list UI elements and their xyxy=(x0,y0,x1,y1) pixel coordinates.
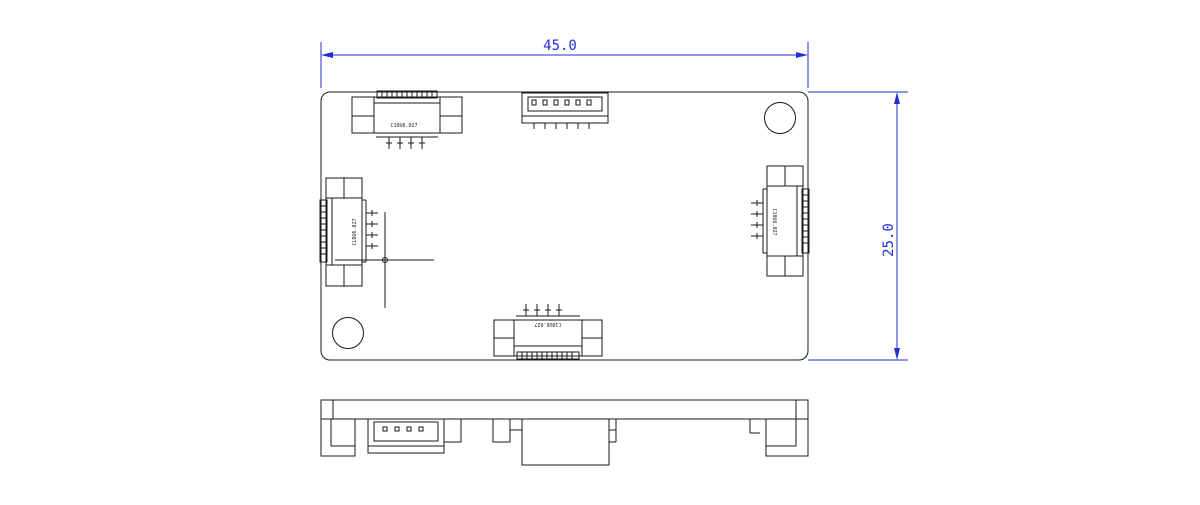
connector-bottom-label: C10U6.027 xyxy=(534,321,561,327)
width-arrow-right xyxy=(796,52,808,58)
side-connector-right xyxy=(749,418,809,457)
side-connector-wire xyxy=(367,418,445,454)
crosshair-origin xyxy=(382,257,388,263)
width-dimension-label: 45.0 xyxy=(543,38,577,54)
width-dimension: 45.0 xyxy=(320,38,809,88)
side-connector-left xyxy=(320,418,356,457)
height-arrow-top xyxy=(894,92,900,104)
connector-right: C10U6.027 xyxy=(751,165,810,277)
connector-left-label: CLDU6.027 xyxy=(352,218,358,245)
board-outline xyxy=(320,91,809,361)
width-arrow-left xyxy=(321,52,333,58)
side-view-pcb xyxy=(320,399,809,420)
height-dimension-label: 25.0 xyxy=(881,223,897,257)
side-connector-mid-left xyxy=(443,418,462,443)
connector-top-left: C10U6.027 xyxy=(351,90,463,149)
connector-top-center-body xyxy=(521,92,609,124)
connector-left: CLDU6.027 xyxy=(319,177,378,287)
height-dimension: 25.0 xyxy=(808,91,908,361)
connector-top-center xyxy=(521,92,609,129)
connector-right-label: C10U6.027 xyxy=(771,208,777,235)
board-top-view: C10U6.027 xyxy=(319,90,810,361)
mounting-hole-top-right xyxy=(764,102,796,134)
connector-bottom: C10U6.027 xyxy=(493,304,603,360)
side-connector-bottom xyxy=(492,418,617,466)
reference-crosshair xyxy=(335,212,434,308)
board-side-view xyxy=(320,399,809,466)
mounting-hole-bottom-left xyxy=(332,317,364,349)
connector-top-left-label: C10U6.027 xyxy=(390,123,417,129)
height-arrow-bottom xyxy=(894,348,900,360)
